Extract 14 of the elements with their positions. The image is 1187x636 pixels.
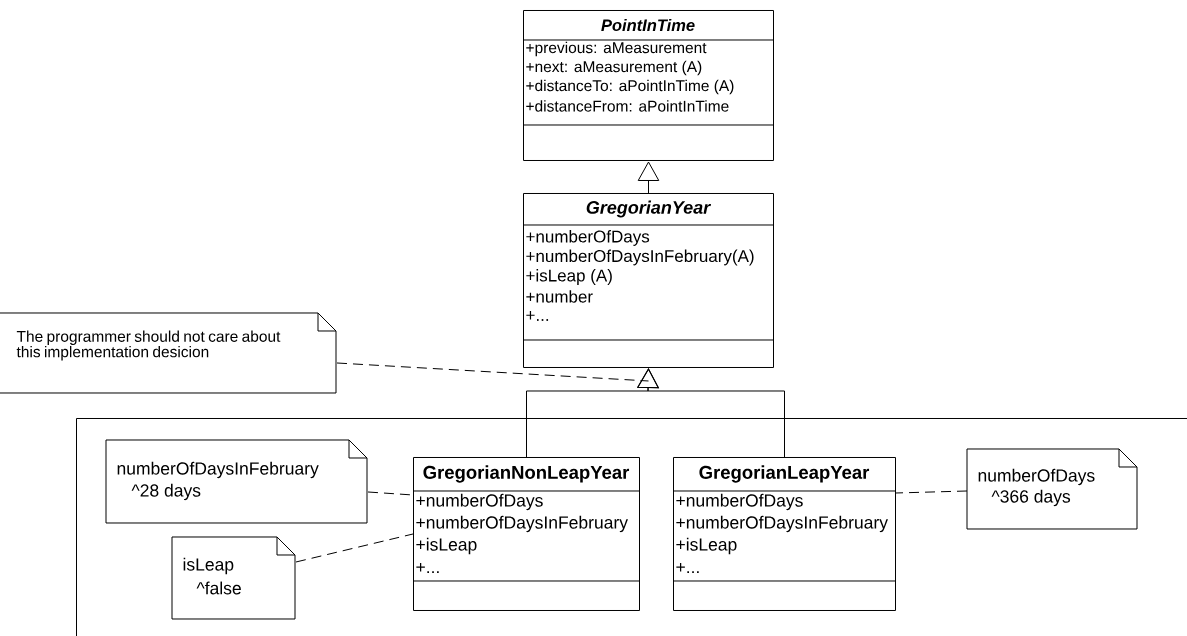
dashed-connector	[336, 362, 649, 382]
note: The programmer should not care about this implementation desicion	[0, 312, 337, 394]
class-box: PointInTime +previous: aMeasurement +next: aMeasurement (A) +distanceTo: aPointInTime (A) +distanceFrom: aPointInTime	[522, 10, 774, 161]
class-box: GregorianLeapYear +numberOfDays +numberOfDaysInFebruary +isLeap +...	[672, 457, 896, 611]
class-box: GregorianNonLeapYear +numberOfDays +numberOfDaysInFebruary +isLeap +...	[412, 457, 640, 611]
frame	[76, 418, 1187, 636]
note: numberOfDaysInFebruary ^28 days	[105, 439, 368, 524]
dashed-connector	[895, 490, 968, 494]
note: isLeap ^false	[171, 536, 296, 620]
generalization-arrow	[637, 368, 785, 458]
note: numberOfDays ^366 days	[966, 448, 1138, 530]
generalization-arrow	[637, 161, 660, 194]
class-box: GregorianYear +numberOfDays +numberOfDaysInFebruary(A) +isLeap (A) +number +...	[522, 193, 774, 368]
dashed-connector	[295, 533, 414, 563]
